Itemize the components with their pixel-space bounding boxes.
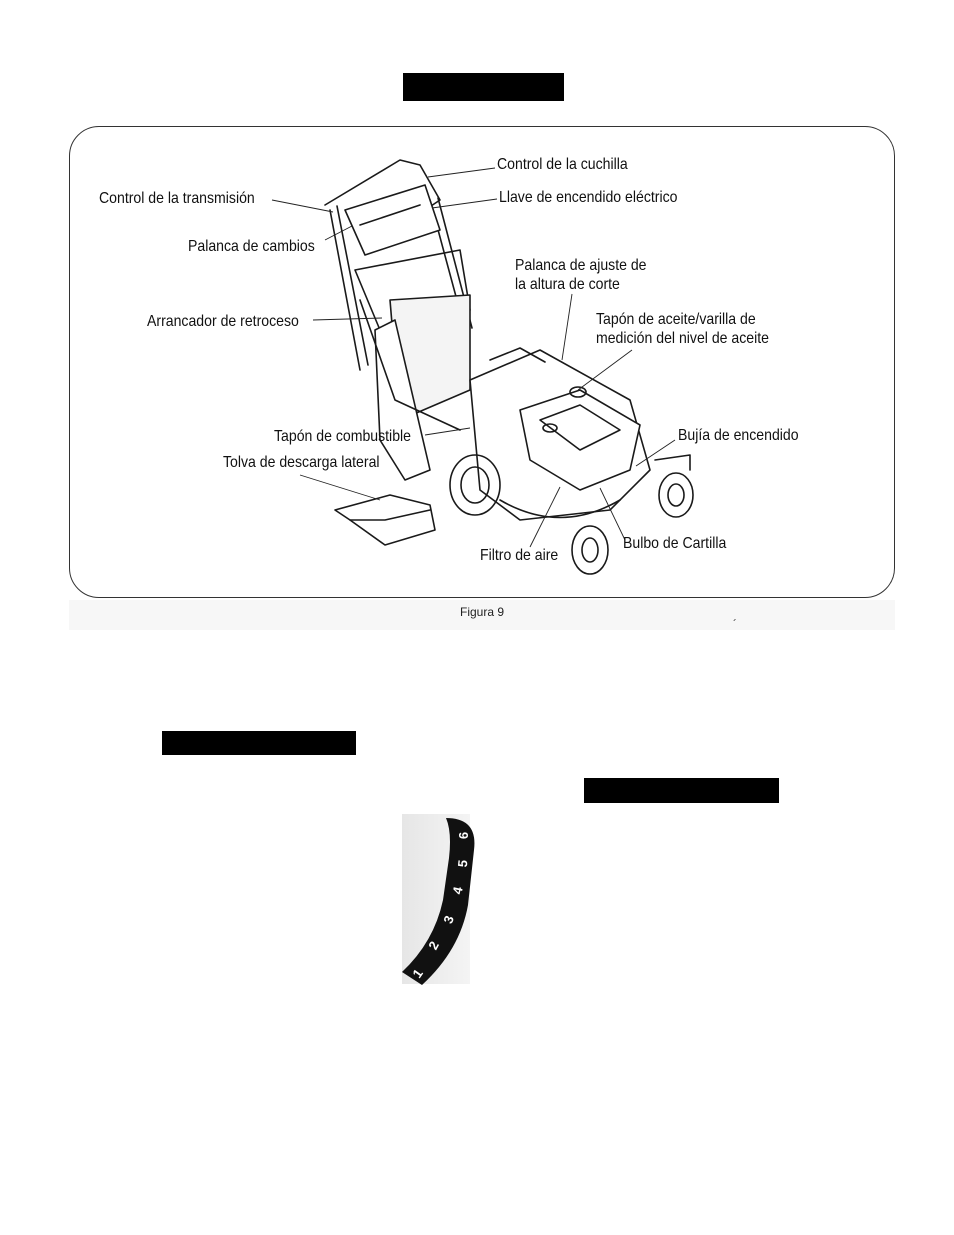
- label-primer-bulb: Bulbo de Cartilla: [623, 535, 727, 552]
- label-oil-cap: Tapón de aceite/varilla de medición del …: [596, 311, 769, 347]
- label-ignition-key: Llave de encendido eléctrico: [499, 189, 678, 206]
- speed-mark-5: 5: [454, 859, 471, 868]
- label-air-filter: Filtro de aire: [480, 547, 559, 564]
- figure-bottom-band: [69, 600, 895, 630]
- label-fuel-cap: Tapón de combustible: [274, 428, 411, 445]
- redacted-title-bar: [403, 73, 564, 101]
- speed-mark-6: 6: [456, 831, 472, 840]
- label-spark-plug: Bujía de encendido: [678, 427, 799, 444]
- figure-caption: Figura 9: [460, 605, 505, 619]
- label-recoil-starter: Arrancador de retroceso: [147, 313, 299, 330]
- stray-mark: ´: [733, 617, 737, 631]
- redacted-section-bar-right: [584, 778, 779, 803]
- redacted-section-bar-left: [162, 731, 356, 755]
- label-drive-control: Control de la transmisión: [99, 190, 255, 207]
- label-blade-control: Control de la cuchilla: [497, 156, 628, 173]
- figure-frame: [69, 126, 895, 598]
- label-side-chute: Tolva de descarga lateral: [223, 454, 380, 471]
- label-height-lever: Palanca de ajuste de la altura de corte: [515, 257, 647, 293]
- label-shift-lever: Palanca de cambios: [188, 238, 315, 255]
